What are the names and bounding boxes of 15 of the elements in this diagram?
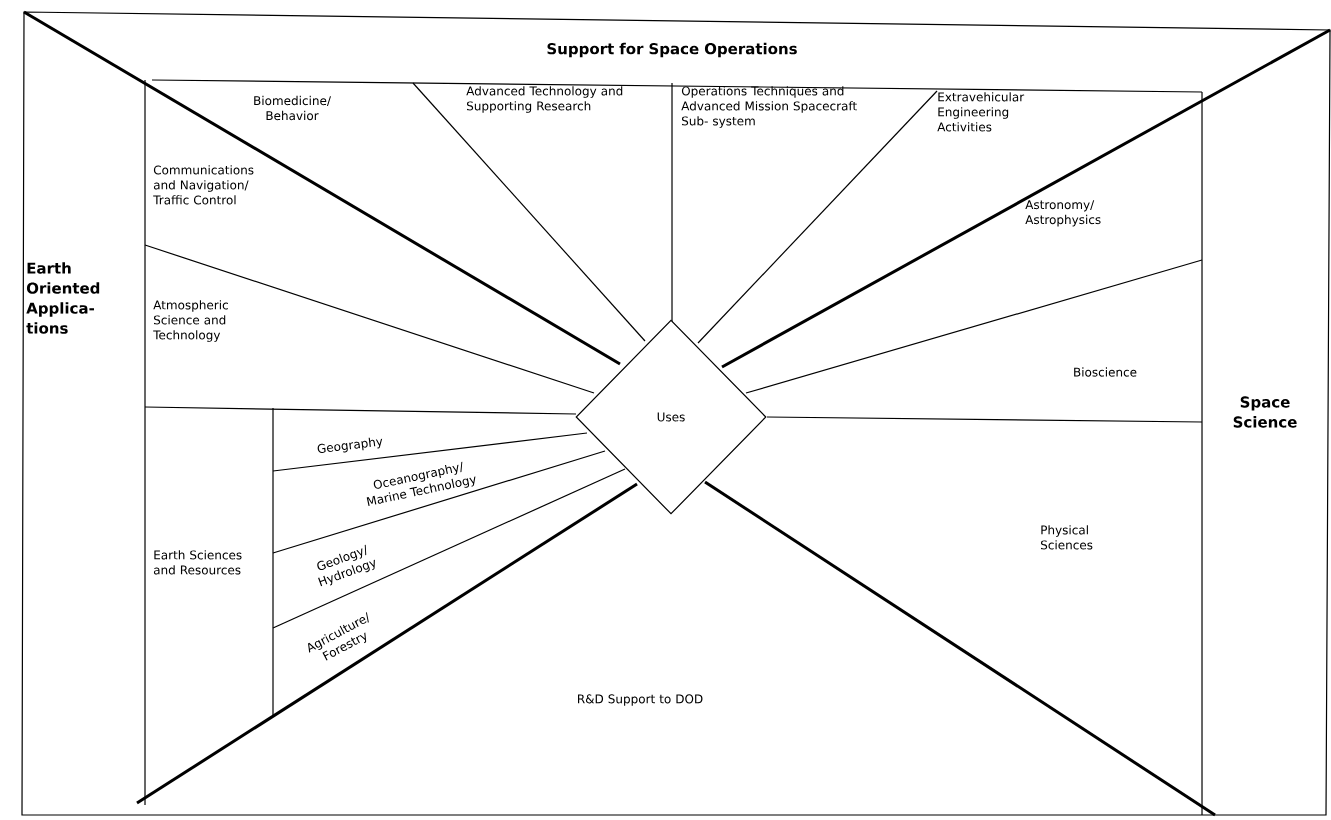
- sector-label: Astronomy/ Astrophysics: [1025, 200, 1101, 227]
- sector-label: Extravehicular Engineering Activities: [937, 92, 1025, 132]
- sector-label: Operations Techniques and Advanced Mission Spacecraft Sub- system: [681, 86, 857, 128]
- band-label: Support for Space Operations: [547, 42, 797, 58]
- sector-label: R&D Support to DOD: [578, 694, 703, 706]
- sector-label: Atmospheric Science and Technology: [153, 300, 228, 342]
- sector-label: Geography: [317, 437, 383, 453]
- sector-label: Communications and Navigation/ Traffic Control: [153, 165, 254, 205]
- sector-label: Physical Sciences: [1041, 525, 1093, 550]
- sector-label: Advanced Technology and Supporting Research: [466, 86, 623, 113]
- sector-label: Biomedicine/ Behavior: [254, 95, 331, 121]
- sector-label: Earth Sciences and Resources: [153, 550, 242, 575]
- sector-label: Bioscience: [1074, 367, 1137, 377]
- band-label: Earth Oriented Applica- tions: [26, 262, 100, 334]
- band-label: Space Science: [1233, 396, 1297, 428]
